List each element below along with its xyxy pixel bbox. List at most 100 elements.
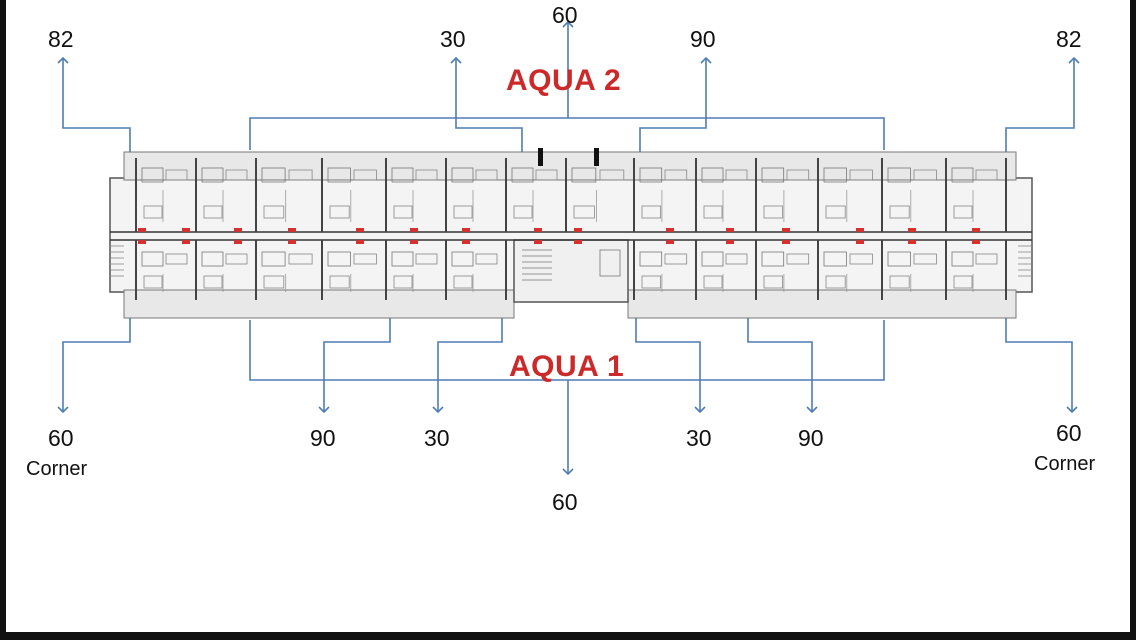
sofa-outline	[725, 169, 748, 181]
arrow-bottom-90-right	[747, 318, 818, 414]
door-tag	[462, 228, 470, 232]
label-top-right-82: 82	[1056, 26, 1082, 52]
label-bottom-center-60: 60	[552, 489, 578, 515]
bed-outline	[141, 251, 164, 267]
door-tag	[288, 240, 296, 244]
bed-outline	[823, 251, 847, 267]
door-tag	[138, 228, 146, 232]
door-tag	[234, 240, 242, 244]
label-bottom-left-corner: Corner	[26, 458, 88, 480]
sofa-outline	[288, 169, 313, 181]
door-tag	[534, 240, 542, 244]
bath-outline	[393, 205, 413, 219]
bottom-leaders	[57, 318, 1078, 414]
label-top-90: 90	[690, 26, 716, 52]
sofa-outline	[415, 169, 438, 181]
sofa-outline	[165, 253, 188, 265]
sofa-outline	[165, 169, 188, 181]
label-bottom-right-60: 60	[1056, 420, 1082, 446]
bed-outline	[327, 167, 351, 183]
sofa-outline	[475, 169, 498, 181]
bed-outline	[761, 167, 785, 183]
bed-outline	[141, 167, 164, 183]
unit-door-tags	[138, 228, 980, 244]
arrow-top-90	[639, 56, 712, 152]
door-tag	[574, 228, 582, 232]
door-tag	[972, 228, 980, 232]
door-tag	[782, 228, 790, 232]
sofa-outline	[353, 169, 377, 181]
sofa-outline	[913, 169, 937, 181]
label-bottom-90-left: 90	[310, 425, 336, 451]
arrow-top-left-82	[57, 56, 131, 152]
bath-outline	[953, 205, 973, 219]
sofa-outline	[225, 253, 248, 265]
bed-outline	[201, 251, 224, 267]
door-tag	[908, 228, 916, 232]
bed-outline	[391, 167, 414, 183]
bath-outline	[143, 275, 163, 289]
unit-walls	[135, 158, 1007, 300]
door-tag	[666, 240, 674, 244]
bed-outline	[327, 251, 351, 267]
bed-outline	[887, 167, 911, 183]
sofa-outline	[725, 253, 748, 265]
bath-outline	[703, 205, 723, 219]
bed-outline	[451, 251, 474, 267]
top-leaders	[57, 56, 1080, 152]
sofa-outline	[975, 253, 998, 265]
bath-outline	[825, 205, 846, 219]
bed-outline	[951, 251, 974, 267]
bath-outline	[453, 205, 473, 219]
door-tag	[856, 228, 864, 232]
sofa-outline	[849, 253, 873, 265]
bed-outline	[701, 251, 724, 267]
aqua-2-bracket	[249, 20, 885, 150]
bath-outline	[641, 205, 662, 219]
door-tag	[574, 240, 582, 244]
bed-outline	[639, 251, 663, 267]
bath-outline	[889, 275, 910, 289]
arrow-bottom-left-60	[57, 318, 131, 414]
door-tag	[410, 240, 418, 244]
bed-outline	[823, 167, 847, 183]
door-tag	[462, 240, 470, 244]
arrow-bottom-30-left	[432, 318, 503, 414]
label-bottom-left-60: 60	[48, 425, 74, 451]
bed-outline	[951, 167, 974, 183]
sofa-outline	[288, 253, 313, 265]
bath-outline	[329, 275, 350, 289]
door-tag	[908, 240, 916, 244]
door-tag	[726, 240, 734, 244]
aqua-1-title: AQUA 1	[509, 350, 625, 383]
bath-outline	[763, 205, 784, 219]
bath-outline	[513, 205, 533, 219]
bed-outline	[571, 167, 597, 183]
label-top-30: 30	[440, 26, 466, 52]
sofa-outline	[786, 169, 810, 181]
label-top-center-60: 60	[552, 2, 578, 28]
sofa-outline	[535, 169, 558, 181]
sofa-outline	[353, 253, 377, 265]
door-tag	[666, 228, 674, 232]
sofa-outline	[415, 253, 438, 265]
door-tag	[356, 240, 364, 244]
arrow-bottom-30-right	[635, 318, 706, 414]
bath-outline	[889, 205, 910, 219]
door-tag	[534, 228, 542, 232]
bed-outline	[261, 251, 286, 267]
bed-outline	[201, 167, 224, 183]
door-tag	[726, 228, 734, 232]
arrow-bottom-90-left	[318, 318, 391, 414]
arrow-bottom-right-60	[1005, 318, 1078, 414]
door-tag	[182, 228, 190, 232]
bath-outline	[203, 205, 223, 219]
bed-outline	[511, 167, 534, 183]
bath-outline	[203, 275, 223, 289]
bed-outline	[391, 251, 414, 267]
door-tag	[138, 240, 146, 244]
bath-outline	[641, 275, 662, 289]
unit-furniture	[141, 167, 998, 292]
door-tag	[288, 228, 296, 232]
sofa-outline	[849, 169, 873, 181]
